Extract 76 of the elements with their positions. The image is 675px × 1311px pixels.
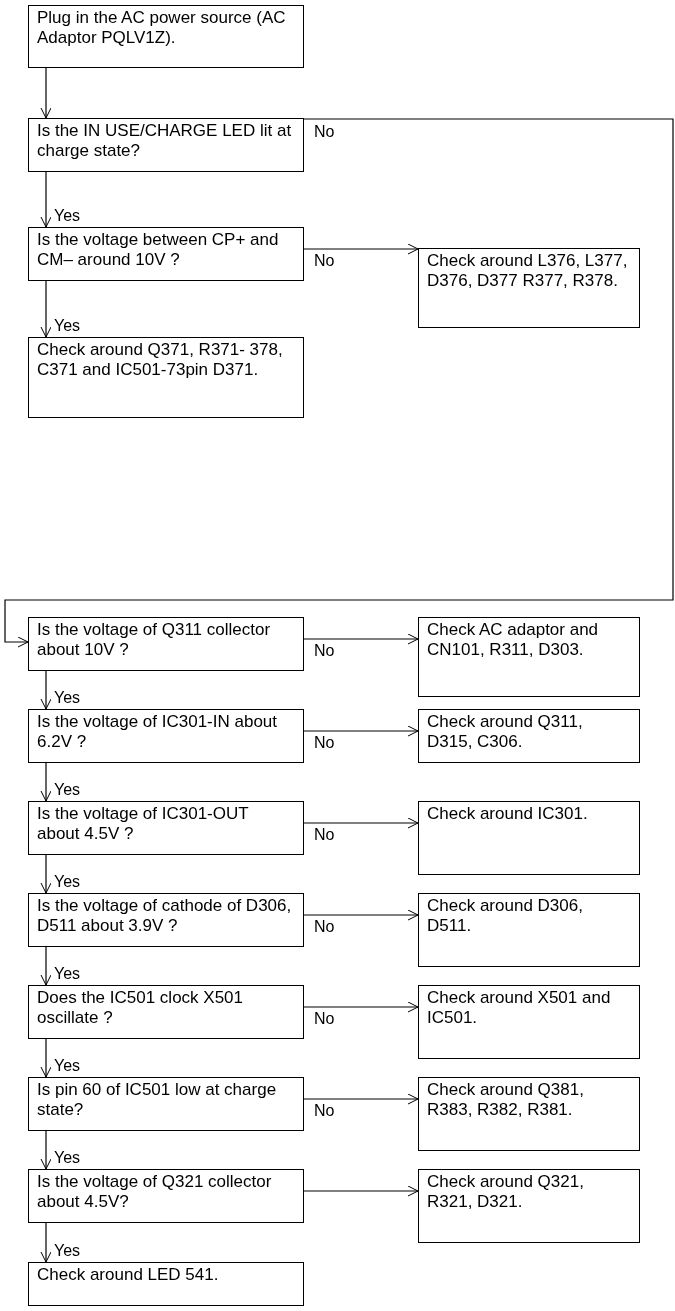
arrow: [303, 725, 419, 737]
process-box: [28, 801, 304, 855]
box-text: Check around LED 541.: [37, 1265, 220, 1285]
process-box: [418, 617, 640, 697]
edge-label: No: [314, 1102, 335, 1119]
edge-label: Yes: [54, 873, 81, 890]
process-box: [418, 709, 640, 763]
box-text: Is the voltage of IC301-OUT about 4.5V ?: [37, 804, 250, 844]
process-box: [418, 985, 640, 1059]
arrow: [40, 67, 52, 119]
edge-label: No: [314, 918, 335, 935]
arrow: [303, 633, 419, 645]
process-box: [418, 1077, 640, 1151]
process-box: [28, 1262, 304, 1306]
edge-label: Yes: [54, 317, 81, 334]
box-text: Check around D306, D511.: [427, 896, 584, 936]
edge-label: No: [314, 734, 335, 751]
box-text: Is the voltage between CP+ and CM– around 10V ?: [37, 230, 280, 270]
edge-label: Yes: [54, 1242, 81, 1259]
box-text: Does the IC501 clock X501 oscillate ?: [37, 988, 244, 1028]
edge-label: No: [314, 1010, 335, 1027]
box-text: Check around L376, L377, D376, D377 R377, R378.: [427, 251, 629, 291]
box-text: Is pin 60 of IC501 low at charge state?: [37, 1080, 278, 1120]
arrow: [40, 854, 52, 894]
process-box: [418, 248, 640, 328]
process-box: [418, 1169, 640, 1243]
arrow: [40, 1222, 52, 1263]
box-text: Is the voltage of cathode of D306, D511 about 3.9V ?: [37, 896, 293, 936]
edge-label: Yes: [54, 207, 81, 224]
edge-label: No: [314, 642, 335, 659]
box-text: Check around Q381, R383, R382, R381.: [427, 1080, 585, 1120]
box-text: Is the IN USE/CHARGE LED lit at charge state?: [37, 121, 293, 161]
edge-label: No: [314, 252, 335, 269]
arrow: [40, 670, 52, 710]
arrow: [40, 1130, 52, 1170]
edge-label: Yes: [54, 689, 81, 706]
edge-label: Yes: [54, 781, 81, 798]
process-box: [28, 985, 304, 1039]
arrow: [303, 1185, 419, 1197]
box-text: Check around Q371, R371- 378, C371 and IC501-73pin D371.: [37, 340, 284, 380]
arrow: [303, 243, 419, 255]
box-text: Check around Q321, R321, D321.: [427, 1172, 585, 1212]
process-box: [28, 337, 304, 418]
arrow: [303, 1001, 419, 1013]
edge-label: Yes: [54, 965, 81, 982]
process-box: [28, 893, 304, 947]
box-text: Is the voltage of Q311 collector about 10V ?: [37, 620, 272, 660]
edge-label: No: [314, 826, 335, 843]
box-text: Is the voltage of IC301-IN about 6.2V ?: [37, 712, 279, 752]
edge-label: Yes: [54, 1057, 81, 1074]
box-text: Check around Q311, D315, C306.: [427, 712, 584, 752]
process-box: [28, 118, 304, 172]
process-box: [28, 709, 304, 763]
edge-label: No: [314, 123, 335, 140]
edge-label: Yes: [54, 1149, 81, 1166]
arrow: [40, 1038, 52, 1078]
process-box: [418, 801, 640, 875]
arrow: [303, 1093, 419, 1105]
process-box: [28, 5, 304, 68]
process-box: [28, 1169, 304, 1223]
arrow: [40, 762, 52, 802]
box-text: Plug in the AC power source (AC Adaptor PQLV1Z).: [37, 8, 287, 48]
box-text: Check AC adaptor and CN101, R311, D303.: [427, 620, 600, 660]
process-box: [28, 617, 304, 671]
box-text: Check around IC301.: [427, 804, 589, 824]
arrow: [4, 118, 674, 648]
process-box: [28, 227, 304, 281]
arrow: [303, 909, 419, 921]
arrow: [303, 817, 419, 829]
process-box: [418, 893, 640, 967]
arrow: [40, 946, 52, 986]
arrow: [40, 280, 52, 338]
arrow: [40, 171, 52, 228]
box-text: Is the voltage of Q321 collector about 4.5V?: [37, 1172, 273, 1212]
process-box: [28, 1077, 304, 1131]
box-text: Check around X501 and IC501.: [427, 988, 612, 1028]
